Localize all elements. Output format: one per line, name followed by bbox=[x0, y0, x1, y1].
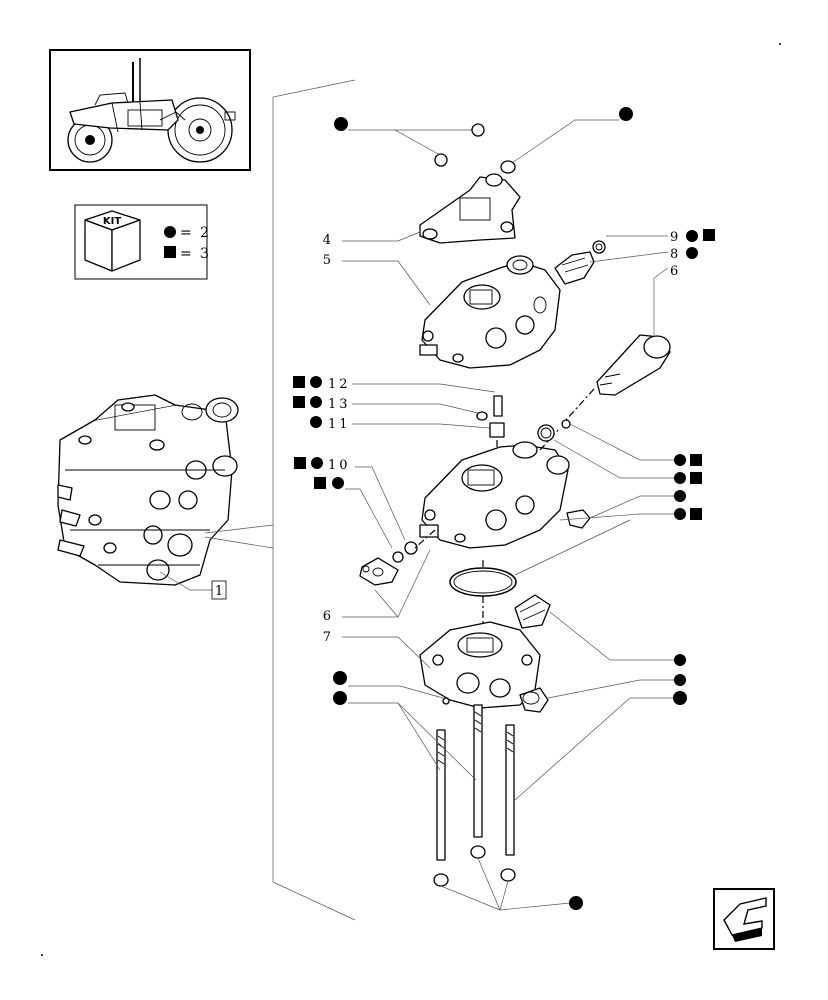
tie-rods bbox=[333, 691, 687, 861]
o-ring bbox=[449, 519, 631, 640]
assembly-bracket bbox=[204, 79, 356, 921]
assembled-control-valve: 1 bbox=[57, 394, 239, 600]
kit-label: KIT bbox=[103, 216, 121, 227]
tractor-thumbnail[interactable] bbox=[49, 49, 251, 171]
callout-6-lower-group: 6 bbox=[323, 549, 431, 624]
callout-8: 8 bbox=[670, 247, 681, 262]
square-icon bbox=[164, 246, 176, 258]
part-10-seal: 10 bbox=[294, 457, 436, 586]
callout-11: 11 bbox=[328, 417, 351, 432]
part-5-valve-section: 5 bbox=[323, 253, 561, 369]
dot-quantity: = 2 bbox=[180, 225, 211, 241]
callout-6-upper: 6 bbox=[670, 264, 681, 279]
callout-7: 7 bbox=[323, 630, 334, 645]
callout-1: 1 bbox=[215, 584, 223, 599]
callout-9: 9 bbox=[670, 230, 681, 245]
callout-6-lower: 6 bbox=[323, 609, 334, 624]
callout-5: 5 bbox=[323, 253, 334, 268]
next-page-arrow-icon[interactable] bbox=[713, 888, 775, 950]
parts-12-13-11: 12 13 11 bbox=[293, 376, 505, 495]
callout-4: 4 bbox=[323, 233, 334, 248]
callout-10: 10 bbox=[328, 458, 351, 473]
dot-icon bbox=[164, 226, 176, 238]
square-quantity: = 3 bbox=[180, 246, 211, 262]
top-nuts bbox=[334, 107, 633, 174]
bottom-nuts bbox=[433, 845, 583, 911]
kit-box-icon: KIT bbox=[84, 210, 141, 272]
callout-12: 12 bbox=[328, 377, 351, 392]
part-8-9-6-upper: 9 8 6 bbox=[554, 229, 715, 421]
callout-13: 13 bbox=[328, 397, 351, 412]
part-7-bottom-section: 7 bbox=[323, 594, 686, 713]
part-6-middle-section bbox=[419, 419, 702, 549]
part-4-top-cover: 4 bbox=[323, 173, 521, 248]
kit-legend: KIT = 2 = 3 bbox=[74, 204, 211, 280]
